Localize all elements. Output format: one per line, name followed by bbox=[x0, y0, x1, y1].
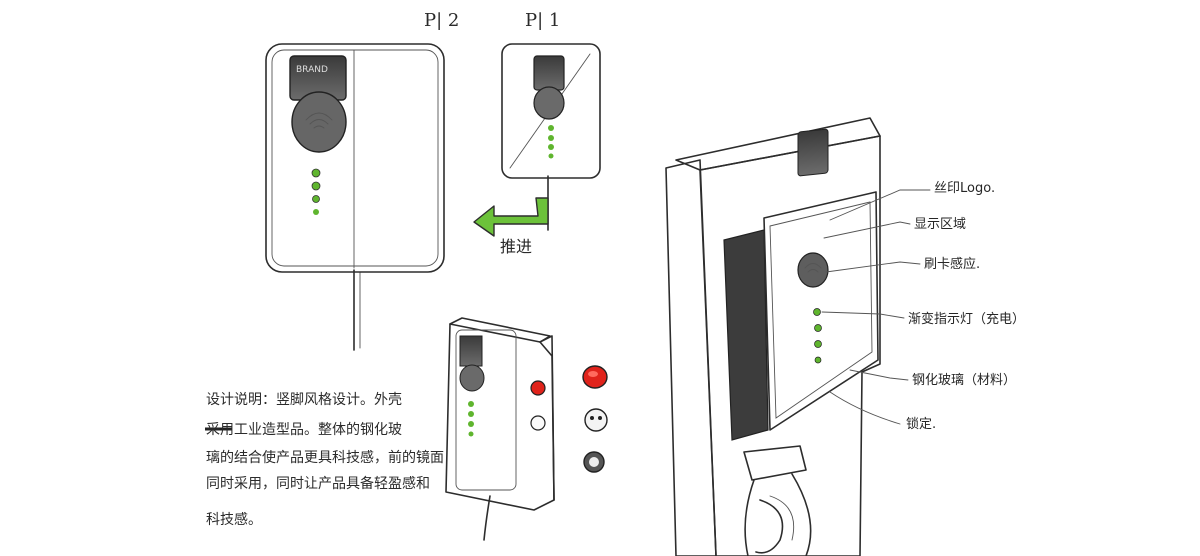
callout-glass: 钢化玻璃（材料） bbox=[912, 373, 1016, 388]
charging-post bbox=[665, 117, 881, 556]
sketch-p11: P| 1 bbox=[501, 10, 601, 231]
button-details bbox=[582, 365, 608, 473]
green-arrow-icon: 推进 bbox=[473, 197, 549, 256]
arrow-text: 推进 bbox=[500, 237, 532, 256]
note-line: 科技感。 bbox=[206, 511, 262, 528]
note-line: 采用工业造型品。整体的钢化玻 bbox=[206, 422, 402, 438]
box-red-button bbox=[530, 380, 546, 396]
red-button-icon bbox=[582, 365, 608, 389]
p12-card-reader bbox=[291, 91, 347, 153]
sketch-p12: BRAND P| 2 bbox=[265, 10, 459, 351]
p12-led bbox=[311, 168, 321, 178]
p12-led bbox=[311, 181, 321, 191]
callout-display: 显示区域 bbox=[914, 217, 966, 232]
label-p12: P| 2 bbox=[424, 10, 459, 31]
note-line: 设计说明：竖脚风格设计。外壳 bbox=[206, 391, 402, 408]
callout-card-reader: 刷卡感应. bbox=[924, 256, 980, 272]
callout-lines bbox=[821, 189, 931, 425]
svg-text:BRAND: BRAND bbox=[296, 65, 328, 75]
note-line: 璃的结合使产品更具科技感，前的镜面 bbox=[206, 449, 444, 466]
socket-icon bbox=[584, 408, 608, 432]
design-notes: 设计说明：竖脚风格设计。外壳 采用工业造型品。整体的钢化玻 璃的结合使产品更具科… bbox=[205, 391, 444, 528]
callout-indicator: 渐变指示灯（充电） bbox=[908, 311, 1025, 327]
p12-led bbox=[312, 195, 320, 203]
callout-labels: 丝印Logo. 显示区域 刷卡感应. 渐变指示灯（充电） 钢化玻璃（材料） 锁定… bbox=[906, 181, 1025, 432]
sketch-box bbox=[445, 317, 555, 541]
callout-logo: 丝印Logo. bbox=[934, 181, 995, 196]
label-p11: P| 1 bbox=[525, 10, 560, 31]
callout-lock: 锁定. bbox=[906, 416, 936, 432]
p12-led bbox=[313, 209, 319, 215]
note-line: 同时采用，同时让产品具备轻盈感和 bbox=[206, 475, 430, 492]
